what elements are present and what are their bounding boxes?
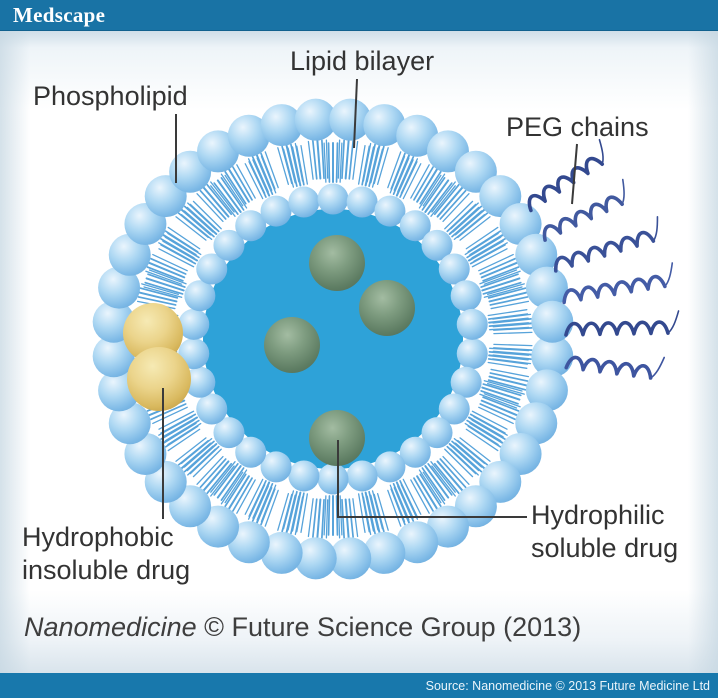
source-text: Source: Nanomedicine © 2013 Future Medic… [425, 678, 710, 693]
label-peg-chains: PEG chains [506, 112, 649, 142]
source-bar: Source: Nanomedicine © 2013 Future Medic… [0, 673, 718, 698]
attribution-journal-name: Nanomedicine [24, 612, 197, 642]
label-hydrophobic-line1: Hydrophobic [22, 522, 174, 552]
peg-chains-group [527, 138, 680, 380]
leader-peg-chains [571, 143, 578, 205]
aqueous-core [203, 209, 463, 469]
leader-lines [162, 78, 578, 519]
label-hydrophilic-line1: Hydrophilic [531, 500, 665, 530]
medscape-logo: Medscape [13, 2, 106, 27]
hydrophilic-drug-spheres [264, 235, 415, 466]
label-hydrophobic-line2: insoluble drug [22, 555, 191, 585]
label-hydrophobic-insoluble-drug: Hydrophobic insoluble drug [22, 521, 190, 587]
label-phospholipid: Phospholipid [33, 81, 188, 111]
leader-hydrophilic [337, 440, 527, 518]
label-hydrophilic-soluble-drug: Hydrophilic soluble drug [531, 499, 678, 565]
leader-lipid-bilayer [353, 78, 358, 149]
outer-leaflet-heads [92, 98, 574, 580]
label-hydrophilic-line2: soluble drug [531, 533, 679, 563]
attribution-suffix: © Future Science Group (2013) [196, 612, 582, 642]
inner-leaflet-heads [178, 183, 488, 495]
hydrophobic-drug [123, 303, 191, 411]
label-lipid-bilayer: Lipid bilayer [290, 46, 435, 76]
figure-attribution: Nanomedicine © Future Science Group (201… [24, 612, 581, 643]
header-bar: Medscape [0, 0, 718, 31]
